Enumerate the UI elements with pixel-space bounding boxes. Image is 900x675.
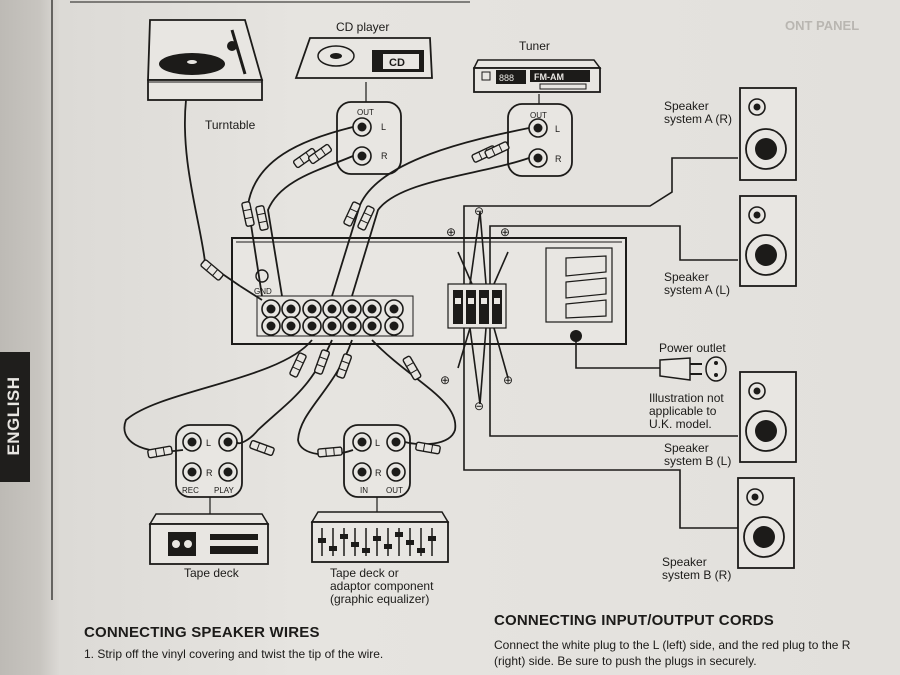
svg-text:⊕: ⊕ (440, 373, 450, 387)
svg-text:R: R (555, 154, 562, 164)
svg-text:Speaker: Speaker (664, 441, 709, 455)
tape-deck-label: Tape deck (184, 566, 240, 580)
svg-text:OUT: OUT (357, 108, 374, 117)
amplifier-rear-panel: GND (231, 237, 627, 345)
svg-text:applicable to: applicable to (649, 404, 717, 418)
speaker-b-left (739, 371, 797, 463)
tuner-illustration: 888 FM-AM (472, 59, 602, 93)
turntable-label: Turntable (205, 118, 256, 132)
faint-header-text: ONT PANEL (785, 18, 860, 33)
tape-deck-jack-panel (175, 424, 243, 514)
turntable-illustration (147, 19, 264, 101)
svg-text:⊖: ⊖ (474, 204, 484, 218)
language-tab (0, 352, 30, 482)
svg-text:R: R (375, 468, 382, 478)
power-outlet-label: Power outlet (659, 341, 726, 355)
io-cords-heading: CONNECTING INPUT/OUTPUT CORDS (494, 612, 774, 629)
svg-text:system B (R): system B (R) (662, 568, 731, 582)
svg-text:OUT: OUT (386, 486, 403, 495)
cd-player-illustration: CD (294, 37, 433, 79)
svg-text:⊕: ⊕ (500, 225, 510, 239)
tape-deck-illustration (148, 513, 270, 565)
svg-text:⊕: ⊕ (446, 225, 456, 239)
graphic-equalizer-illustration (310, 511, 450, 563)
svg-text:system B (L): system B (L) (664, 454, 731, 468)
speaker-wires-heading: CONNECTING SPEAKER WIRES (84, 624, 320, 641)
svg-text:REC: REC (182, 486, 199, 495)
cd-player-label: CD player (336, 20, 389, 34)
svg-text:888: 888 (499, 73, 514, 83)
tuner-label: Tuner (519, 39, 550, 53)
tuner-display: FM-AM (534, 72, 564, 82)
svg-text:Speaker: Speaker (662, 555, 707, 569)
svg-text:R: R (381, 151, 388, 161)
tuner-output-panel (507, 94, 573, 177)
adaptor-jack-panel (343, 424, 411, 512)
svg-text:L: L (375, 438, 380, 448)
svg-text:system A (R): system A (R) (664, 112, 732, 126)
svg-text:⊖: ⊖ (474, 399, 484, 413)
speaker-a-right (739, 87, 797, 181)
svg-text:IN: IN (360, 486, 368, 495)
svg-text:GND: GND (254, 287, 272, 296)
svg-text:adaptor component: adaptor component (330, 579, 434, 593)
svg-text:system A (L): system A (L) (664, 283, 730, 297)
svg-text:Illustration not: Illustration not (649, 391, 724, 405)
svg-text:⊕: ⊕ (503, 373, 513, 387)
cd-face-label: CD (389, 57, 405, 69)
input-cables (184, 99, 530, 301)
speaker-wires-step-1: 1. Strip off the vinyl covering and twis… (84, 647, 384, 661)
svg-text:L: L (381, 122, 386, 132)
power-plug-illustration (659, 356, 727, 382)
speaker-a-left (739, 195, 797, 287)
svg-text:Speaker: Speaker (664, 270, 709, 284)
svg-text:L: L (206, 438, 211, 448)
svg-text:Tape deck or: Tape deck or (330, 566, 399, 580)
svg-text:R: R (206, 468, 213, 478)
svg-text:(graphic equalizer): (graphic equalizer) (330, 592, 429, 606)
speaker-wires (457, 157, 738, 529)
svg-text:Speaker: Speaker (664, 99, 709, 113)
svg-text:PLAY: PLAY (214, 486, 235, 495)
io-cords-body: Connect the white plug to the L (left) s… (494, 638, 851, 668)
svg-text:OUT: OUT (530, 111, 547, 120)
speaker-b-right (737, 477, 795, 569)
svg-text:U.K. model.: U.K. model. (649, 417, 712, 431)
svg-text:L: L (555, 124, 560, 134)
